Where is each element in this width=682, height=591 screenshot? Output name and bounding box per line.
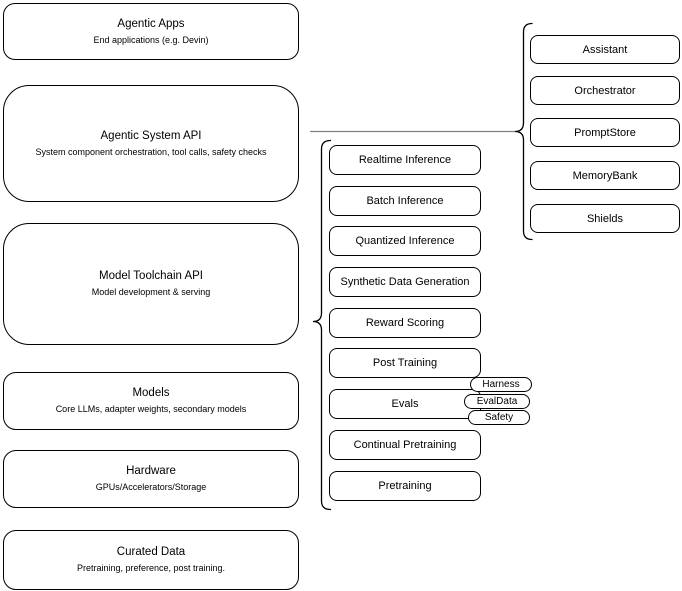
badge-safety: Safety bbox=[468, 410, 530, 425]
node-subtitle: Core LLMs, adapter weights, secondary mo… bbox=[55, 404, 247, 414]
node-memorybank: MemoryBank bbox=[530, 161, 680, 190]
node-hardware: Hardware GPUs/Accelerators/Storage bbox=[3, 450, 299, 508]
node-title: Curated Data bbox=[116, 546, 186, 558]
node-title: Agentic Apps bbox=[117, 17, 185, 30]
node-label: Evals bbox=[391, 398, 419, 410]
node-continual-pretraining: Continual Pretraining bbox=[329, 430, 481, 460]
badge-label: Safety bbox=[484, 412, 514, 423]
node-curated-data: Curated Data Pretraining, preference, po… bbox=[3, 530, 299, 590]
node-synthetic-data-generation: Synthetic Data Generation bbox=[329, 267, 481, 297]
node-label: PromptStore bbox=[574, 126, 636, 139]
badge-label: EvalData bbox=[476, 396, 518, 407]
badge-evaldata: EvalData bbox=[464, 394, 530, 409]
node-label: Reward Scoring bbox=[365, 317, 445, 329]
badge-harness: Harness bbox=[470, 377, 532, 392]
node-label: Shields bbox=[586, 212, 624, 225]
node-title: Model Toolchain API bbox=[99, 270, 203, 282]
node-agentic-system-api: Agentic System API System component orch… bbox=[3, 85, 299, 202]
node-subtitle: System component orchestration, tool cal… bbox=[35, 146, 267, 157]
node-models: Models Core LLMs, adapter weights, secon… bbox=[3, 372, 299, 430]
node-quantized-inference: Quantized Inference bbox=[329, 226, 481, 256]
node-subtitle: GPUs/Accelerators/Storage bbox=[95, 482, 207, 492]
node-label: MemoryBank bbox=[572, 169, 638, 182]
node-title: Models bbox=[132, 387, 170, 399]
node-title: Hardware bbox=[126, 465, 176, 477]
node-subtitle: End applications (e.g. Devin) bbox=[93, 34, 209, 45]
node-post-training: Post Training bbox=[329, 348, 481, 378]
node-label: Batch Inference bbox=[366, 195, 444, 207]
node-label: Realtime Inference bbox=[358, 154, 452, 166]
brace-middle-column-group bbox=[312, 139, 332, 511]
node-label: Continual Pretraining bbox=[353, 439, 457, 451]
node-label: Pretraining bbox=[378, 480, 432, 492]
node-realtime-inference: Realtime Inference bbox=[329, 145, 481, 175]
node-orchestrator: Orchestrator bbox=[530, 76, 680, 105]
node-reward-scoring: Reward Scoring bbox=[329, 308, 481, 338]
node-promptstore: PromptStore bbox=[530, 118, 680, 147]
node-pretraining: Pretraining bbox=[329, 471, 481, 501]
node-agentic-apps: Agentic Apps End applications (e.g. Devi… bbox=[3, 3, 299, 60]
node-subtitle: Pretraining, preference, post training. bbox=[76, 563, 226, 573]
node-title: Agentic System API bbox=[100, 129, 202, 142]
node-batch-inference: Batch Inference bbox=[329, 186, 481, 216]
badge-label: Harness bbox=[482, 379, 520, 390]
node-model-toolchain-api: Model Toolchain API Model development & … bbox=[3, 223, 299, 345]
node-label: Post Training bbox=[372, 357, 438, 369]
node-subtitle: Model development & serving bbox=[91, 287, 211, 297]
node-shields: Shields bbox=[530, 204, 680, 233]
node-assistant: Assistant bbox=[530, 35, 680, 64]
node-label: Orchestrator bbox=[574, 84, 636, 97]
node-label: Assistant bbox=[582, 43, 628, 56]
node-evals: Evals bbox=[329, 389, 481, 419]
node-label: Quantized Inference bbox=[355, 235, 455, 247]
node-label: Synthetic Data Generation bbox=[340, 276, 470, 288]
